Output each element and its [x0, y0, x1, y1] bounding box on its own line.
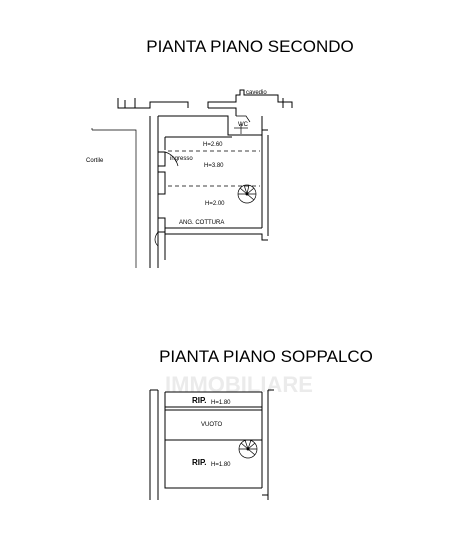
ingresso-label: ingresso — [170, 156, 193, 162]
height-label-bottom: H=1.80 — [211, 462, 231, 468]
second-floor-title: PIANTA PIANO SECONDO — [146, 37, 354, 56]
rip-label-top: RIP. — [192, 396, 207, 405]
cortile-label: Cortile — [86, 158, 104, 164]
vuoto-label: VUOTO — [201, 422, 223, 428]
ang-cottura-label: ANG. COTTURA — [179, 220, 224, 226]
spiral-stair-icon — [237, 184, 257, 204]
spiral-stair-icon-mezzanine — [238, 439, 258, 459]
cavedio-label: cavedio — [246, 90, 267, 96]
height-label-2: H=3.80 — [204, 163, 224, 169]
height-label-3: H=2.00 — [205, 201, 225, 207]
rip-label-bottom: RIP. — [192, 458, 207, 467]
height-label-1: H=2.60 — [203, 142, 223, 148]
height-label-top: H=1.80 — [211, 400, 231, 406]
watermark-mark: IMMOBILIARE — [165, 372, 313, 397]
mezzanine-title: PIANTA PIANO SOPPALCO — [159, 347, 373, 366]
mezzanine-plan: RIP. H=1.80 VUOTO RIP. H=1.80 — [149, 389, 274, 500]
wc-label: WC — [238, 122, 249, 128]
second-floor-plan: cavedio WC H=2.60 ingresso H=3.80 Cortil… — [86, 89, 293, 268]
